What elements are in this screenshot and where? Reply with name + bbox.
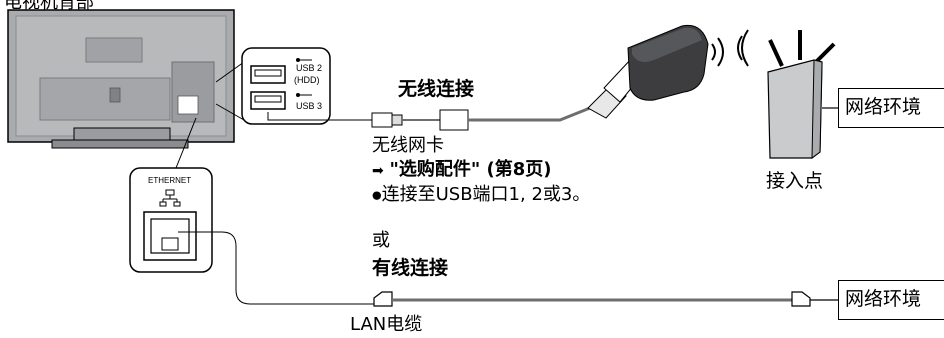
network-environment-box-bottom: 网络环境 [838,280,944,320]
adapter-cable [468,102,601,122]
access-point-label: 接入点 [766,170,824,192]
tv-rear-label: 电视机背部 [4,0,94,13]
usb-port-note-text: 连接至USB端口1, 2或3。 [381,184,591,205]
callout-lines [175,61,245,169]
usb-icon [296,58,312,97]
ethernet-port-panel [129,167,213,273]
optional-accessories-text: "选购配件" (第8页) [389,159,552,180]
adapter-inset-box [439,109,469,131]
lan-cable [178,231,374,305]
bullet-icon: ● [372,188,382,202]
network-environment-label-top: 网络环境 [845,96,922,118]
usb-port-note: ●连接至USB端口1, 2或3。 [372,186,590,204]
usb-connector [371,112,403,128]
ethernet-label: ETHERNET [148,176,192,185]
wired-connection-title: 有线连接 [372,257,449,279]
network-environment-box-top: 网络环境 [838,88,944,128]
tv-rear-panel [7,9,235,149]
lan-plug-left [373,291,393,307]
or-label: 或 [372,230,390,251]
wireless-signal-icon [711,29,749,67]
arrow-right-icon: ➡ [372,163,384,179]
network-icon [159,189,181,207]
wireless-connection-title: 无线连接 [398,78,475,100]
optional-accessories-ref: ➡ "选购配件" (第8页) [372,161,551,179]
access-point-icon [767,30,836,160]
hdd-label: (HDD) [294,75,320,85]
network-environment-label-bottom: 网络环境 [845,288,922,310]
usb2-label: USB 2 [296,63,323,73]
lan-cable-label: LAN电缆 [350,314,423,335]
usb-cable [267,112,372,121]
lan-plug-right [791,291,811,307]
usb3-label: USB 3 [296,101,323,111]
usb-port-panel [241,47,331,125]
wireless-adapter [587,24,709,119]
wireless-adapter-label: 无线网卡 [372,135,444,156]
